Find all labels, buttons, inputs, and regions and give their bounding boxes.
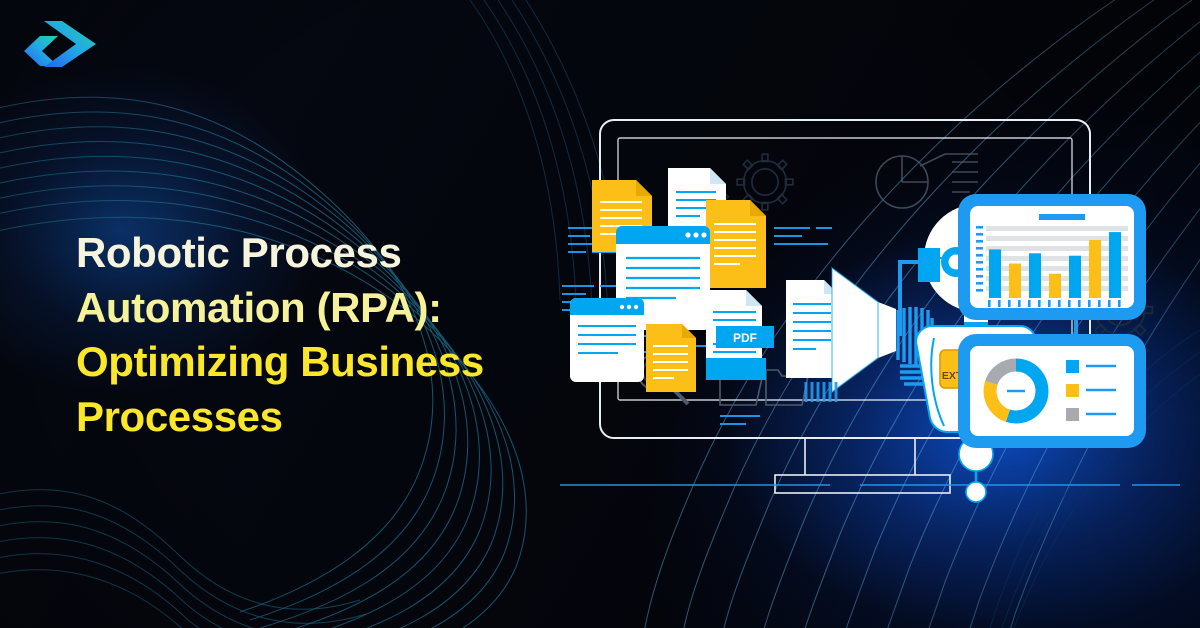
brand-logo[interactable] <box>18 14 104 74</box>
data-hose-left-stub <box>804 382 838 402</box>
bar-chart-panel[interactable] <box>958 194 1146 320</box>
document-yellow <box>646 324 696 392</box>
monitor-stand <box>774 438 951 494</box>
headline-line-4: Processes <box>76 392 283 440</box>
pie-chart-outline-icon <box>875 153 978 209</box>
browser-window <box>570 298 644 382</box>
double-chevron-logo-icon <box>24 21 96 67</box>
bar-chart-title-bar <box>1039 214 1085 220</box>
pdf-label: PDF <box>733 331 757 345</box>
document-white <box>786 280 838 378</box>
donut-chart-legend <box>1066 360 1116 421</box>
gear-icon <box>736 153 794 211</box>
headline-line-2: Automation (RPA): <box>76 283 442 331</box>
data-funnel <box>831 266 896 394</box>
donut-chart <box>983 358 1049 424</box>
document-yellow <box>706 200 766 288</box>
bar-chart-bars <box>989 232 1121 298</box>
headline-line-3: Optimizing Business <box>76 338 484 386</box>
document-pdf: PDF <box>706 290 774 380</box>
donut-chart-panel[interactable] <box>958 334 1146 448</box>
rpa-illustration: PDF <box>560 119 1180 503</box>
document-stack: PDF <box>570 168 838 392</box>
page-title: Robotic Process Automation (RPA): Optimi… <box>76 226 596 444</box>
headline-line-1: Robotic Process <box>76 229 402 276</box>
